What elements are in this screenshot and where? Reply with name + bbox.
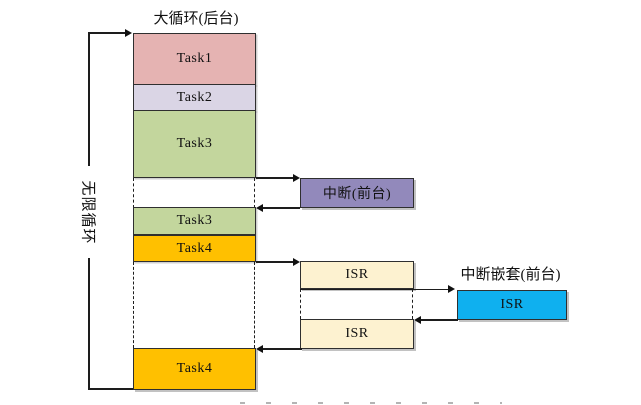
isr-return-line — [263, 348, 302, 350]
isr-top-label: ISR — [345, 267, 369, 282]
task3-label: Task3 — [176, 136, 213, 151]
task4-resume-label: Task4 — [176, 361, 213, 376]
interrupt-return-line — [263, 207, 300, 209]
isr-gap-dashed-right — [412, 289, 413, 319]
isr-call-line — [256, 261, 294, 263]
gap1-dashed-left — [133, 178, 134, 208]
nested-call-arrowhead-icon — [448, 285, 455, 293]
task3-box: Task3 — [133, 110, 256, 178]
task1-box: Task1 — [133, 33, 256, 85]
isr-bottom-box: ISR — [300, 319, 414, 349]
nested-return-line — [421, 319, 458, 321]
loop-top-line — [88, 32, 125, 34]
interrupt-call-line — [256, 177, 294, 179]
task4-box: Task4 — [133, 235, 256, 262]
isr-return-arrowhead-icon — [256, 344, 263, 353]
task1-label: Task1 — [176, 51, 213, 66]
isr-top-box: ISR — [300, 261, 414, 289]
interrupt-box: 中断(前台) — [300, 178, 414, 208]
task4-label: Task4 — [176, 240, 213, 256]
isr-call-arrowhead-icon — [293, 257, 300, 266]
interrupt-return-arrowhead-icon — [256, 203, 263, 212]
loop-entry-arrowhead-icon — [125, 29, 132, 37]
interrupt-call-arrowhead-icon — [293, 173, 300, 182]
task2-label: Task2 — [176, 89, 213, 105]
nested-interrupt-title: 中断嵌套(前台) — [460, 267, 561, 283]
cropped-caption-fragment — [240, 402, 502, 404]
interrupt-label: 中断(前台) — [322, 187, 392, 202]
task3-resume-label: Task3 — [176, 213, 213, 228]
nested-call-line — [301, 288, 449, 290]
task3-resume-box: Task3 — [133, 207, 256, 235]
isr-gap-dashed-left — [300, 289, 301, 319]
gap2-dashed-left — [133, 262, 134, 348]
loop-bottom-line — [88, 388, 134, 390]
background-loop-title: 大循环(后台) — [153, 11, 239, 27]
isr-bottom-label: ISR — [345, 326, 369, 341]
task4-resume-box: Task4 — [133, 348, 256, 390]
infinite-loop-label: 无限循环 — [74, 166, 103, 258]
gap2-dashed-right — [254, 262, 255, 348]
gap1-dashed-right — [254, 178, 255, 208]
nested-return-arrowhead-icon — [414, 315, 421, 324]
nested-isr-label: ISR — [500, 297, 524, 312]
nested-isr-box: ISR — [457, 290, 567, 320]
task2-box: Task2 — [133, 84, 256, 111]
